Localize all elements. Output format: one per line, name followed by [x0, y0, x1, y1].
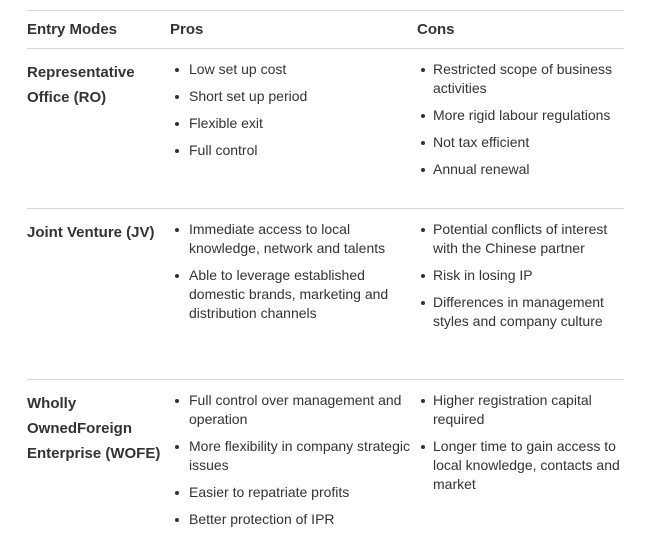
header-entry-modes: Entry Modes — [27, 21, 118, 38]
cons-list: Higher registration capital required Lon… — [417, 391, 624, 494]
cons-cell: Higher registration capital required Lon… — [417, 391, 624, 554]
pros-item: Easier to repatriate profits — [175, 483, 417, 502]
pros-item: Flexible exit — [175, 114, 417, 133]
cons-item: Potential conflicts of interest with the… — [421, 220, 624, 258]
table-header-row: Entry Modes Pros Cons — [27, 10, 624, 48]
entry-modes-table: Entry Modes Pros Cons Representative Off… — [27, 10, 624, 554]
cons-item: Risk in losing IP — [421, 266, 624, 285]
header-pros: Pros — [170, 21, 204, 38]
cons-item: Differences in management styles and com… — [421, 293, 624, 331]
pros-item: Short set up period — [175, 87, 417, 106]
cons-item: Not tax efficient — [421, 133, 624, 152]
cons-item: More rigid labour regulations — [421, 106, 624, 125]
table-row-ro: Representative Office (RO) Low set up co… — [27, 48, 624, 208]
cons-item: Higher registration capital required — [421, 391, 624, 429]
pros-item: Better protection of IPR — [175, 510, 417, 529]
pros-cell: Immediate access to local knowledge, net… — [170, 220, 417, 379]
mode-label: Joint Venture (JV) — [27, 224, 155, 241]
pros-list: Low set up cost Short set up period Flex… — [170, 60, 417, 160]
table-row-wofe: Wholly OwnedForeign Enterprise (WOFE) Fu… — [27, 379, 624, 554]
cons-list: Potential conflicts of interest with the… — [417, 220, 624, 331]
mode-cell: Wholly OwnedForeign Enterprise (WOFE) — [27, 391, 170, 554]
cons-item: Restricted scope of business activities — [421, 60, 624, 98]
mode-cell: Joint Venture (JV) — [27, 220, 170, 379]
table-row-jv: Joint Venture (JV) Immediate access to l… — [27, 208, 624, 379]
pros-item: Low set up cost — [175, 60, 417, 79]
cons-list: Restricted scope of business activities … — [417, 60, 624, 179]
mode-cell: Representative Office (RO) — [27, 60, 170, 208]
pros-item: More flexibility in company strategic is… — [175, 437, 417, 475]
header-cons: Cons — [417, 21, 455, 38]
pros-cell: Low set up cost Short set up period Flex… — [170, 60, 417, 208]
pros-item: Full control over management and operati… — [175, 391, 417, 429]
mode-label: Representative Office (RO) — [27, 64, 135, 106]
cons-cell: Potential conflicts of interest with the… — [417, 220, 624, 379]
cons-item: Longer time to gain access to local know… — [421, 437, 624, 494]
mode-label: Wholly OwnedForeign Enterprise (WOFE) — [27, 395, 161, 462]
cons-cell: Restricted scope of business activities … — [417, 60, 624, 208]
pros-list: Full control over management and operati… — [170, 391, 417, 529]
pros-item: Full control — [175, 141, 417, 160]
pros-list: Immediate access to local knowledge, net… — [170, 220, 417, 323]
pros-cell: Full control over management and operati… — [170, 391, 417, 554]
cons-item: Annual renewal — [421, 160, 624, 179]
pros-item: Able to leverage established domestic br… — [175, 266, 417, 323]
pros-item: Immediate access to local knowledge, net… — [175, 220, 417, 258]
